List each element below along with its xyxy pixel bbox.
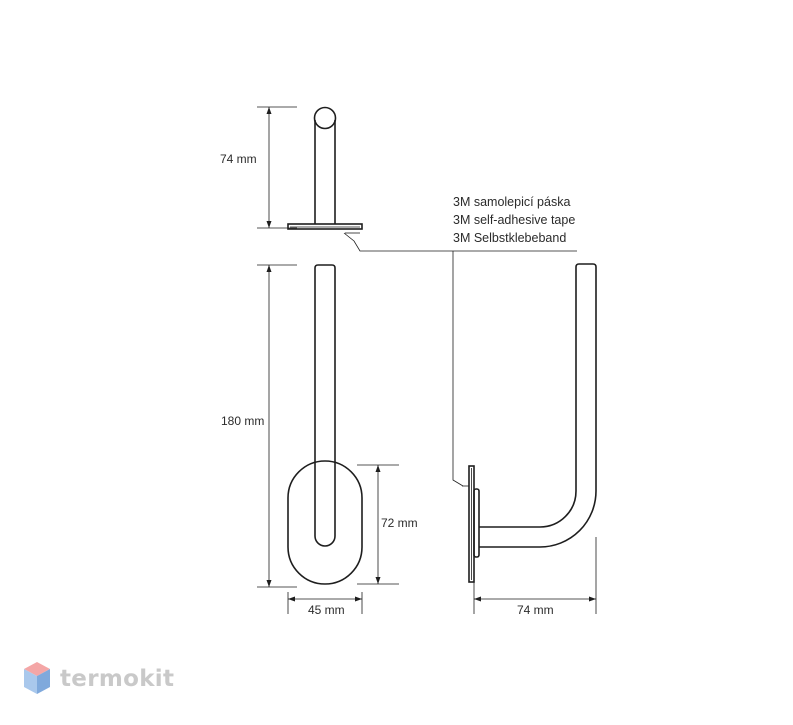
top-view (287, 106, 363, 230)
tape-leader-lines (343, 232, 577, 487)
dimension-plate-height (357, 464, 399, 585)
logo-wordmark: termokit (60, 666, 175, 692)
tape-note-en: 3M self-adhesive tape (453, 213, 575, 227)
dim-label-top-height: 74 mm (220, 152, 257, 166)
tape-note-de: 3M Selbstklebeband (453, 231, 566, 245)
dim-label-plate-width: 45 mm (308, 603, 345, 617)
termokit-logo: termokit (22, 660, 174, 698)
dim-label-depth: 74 mm (517, 603, 554, 617)
dimension-top-height (257, 106, 297, 229)
dim-label-plate-height: 72 mm (381, 516, 418, 530)
dimension-plate-width (287, 592, 363, 614)
dimension-depth (473, 537, 597, 614)
dimension-total-height (257, 264, 297, 588)
side-view (468, 263, 597, 583)
front-view (287, 264, 363, 585)
cube-logo-icon (24, 662, 50, 694)
dim-label-total-height: 180 mm (221, 414, 264, 428)
tape-note-cz: 3M samolepicí páska (453, 195, 570, 209)
